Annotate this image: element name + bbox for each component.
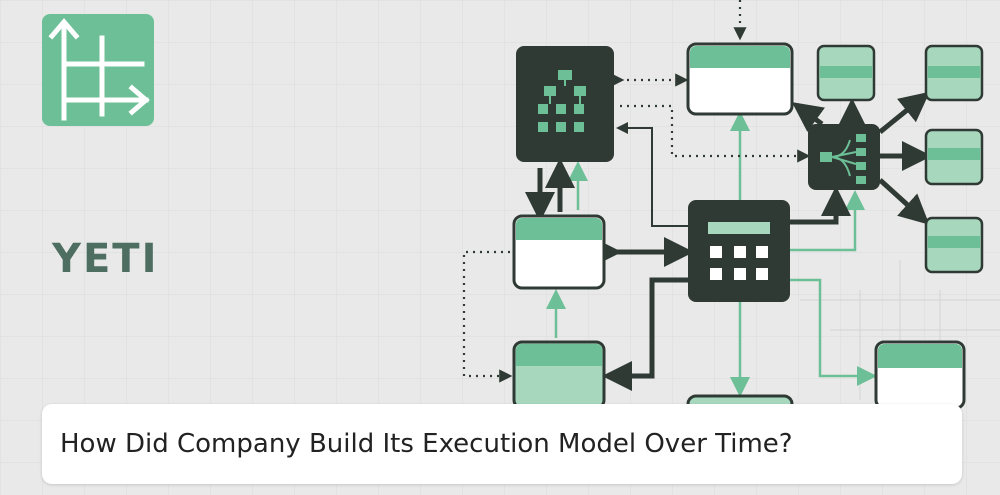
brand-name: YETI bbox=[52, 236, 159, 282]
org-chart-icon bbox=[516, 46, 614, 162]
branch-icon bbox=[808, 124, 880, 190]
grid-arrows-logo-icon bbox=[42, 14, 154, 126]
caption-title: How Did Company Build Its Execution Mode… bbox=[60, 429, 793, 459]
flow-diagram bbox=[462, 0, 1000, 428]
caption-bar: How Did Company Build Its Execution Mode… bbox=[42, 404, 962, 484]
